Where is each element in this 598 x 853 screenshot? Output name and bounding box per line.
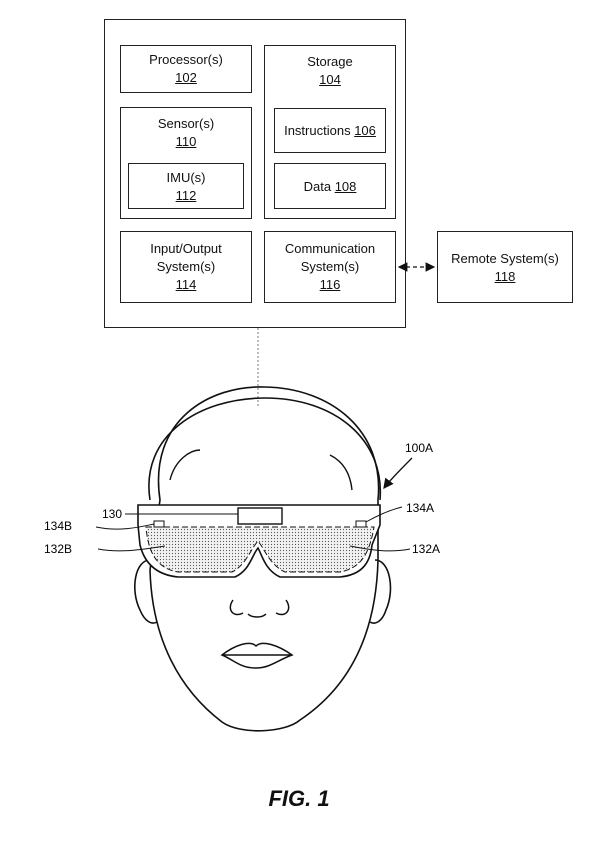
processor-label: Processor(s) <box>149 52 223 67</box>
io-label-line1: Input/Output <box>150 241 222 256</box>
comm-label-line2: System(s) <box>300 259 360 274</box>
callout-lens-left: 132B <box>44 542 72 556</box>
io-number: 114 <box>175 277 197 292</box>
processor-number: 102 <box>175 70 197 85</box>
data-number: 108 <box>334 179 357 194</box>
storage-number: 104 <box>319 72 341 87</box>
callout-sensor-130: 130 <box>102 507 122 521</box>
imu-label: IMU(s) <box>166 170 206 185</box>
callout-lens-right: 132A <box>412 542 440 556</box>
mouth <box>220 642 294 669</box>
imu-number: 112 <box>175 188 197 203</box>
storage-label: Storage <box>307 54 353 69</box>
io-label-line2: System(s) <box>156 259 216 274</box>
lens-edge-left <box>153 520 165 528</box>
data-block: Data 108 <box>274 163 386 209</box>
instructions-label: Instructions <box>284 123 351 138</box>
comm-number: 116 <box>319 277 341 292</box>
sensor-number: 110 <box>175 134 197 149</box>
instructions-block: Instructions 106 <box>274 108 386 153</box>
left-ear <box>134 559 158 624</box>
callout-lens-edge-left: 134B <box>44 519 72 533</box>
callout-device: 100A <box>405 441 433 455</box>
lens-left-leader <box>97 545 166 552</box>
nose <box>229 599 290 618</box>
figure-caption: FIG. 1 <box>268 786 330 811</box>
lens-area <box>145 526 375 573</box>
lens-edge-right-leader <box>365 506 403 523</box>
right-ear <box>369 559 392 624</box>
comm-label-line1: Communication <box>284 241 376 256</box>
lens-right-leader <box>349 545 411 552</box>
instructions-number: 106 <box>354 123 376 138</box>
hair-strands <box>169 449 353 491</box>
remote-number: 118 <box>494 269 516 284</box>
data-label: Data <box>303 179 332 194</box>
sensor-label: Sensor(s) <box>157 116 215 131</box>
io-block: Input/Output System(s) 114 <box>120 231 252 303</box>
callout-lens-edge-right: 134A <box>406 501 434 515</box>
remote-label: Remote System(s) <box>451 251 559 266</box>
sensor-module <box>237 507 283 525</box>
remote-system-block: Remote System(s) 118 <box>437 231 573 303</box>
lens-edge-left-leader <box>95 523 155 530</box>
head-outline <box>149 386 380 732</box>
lens-edge-right <box>355 520 367 528</box>
processor-block: Processor(s) 102 <box>120 45 252 93</box>
imu-block: IMU(s) 112 <box>128 163 244 209</box>
headband <box>148 397 382 501</box>
device-leader <box>383 457 413 490</box>
comm-block: Communication System(s) 116 <box>264 231 396 303</box>
